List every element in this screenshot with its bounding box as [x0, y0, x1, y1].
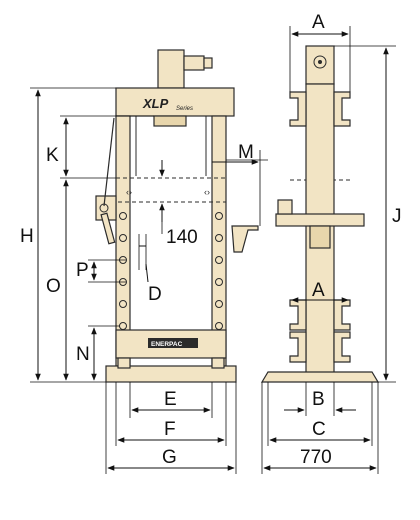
side-dashed-right	[333, 179, 350, 215]
dim-N-label: N	[76, 344, 90, 365]
side-table	[275, 213, 365, 227]
front-ram	[153, 115, 187, 127]
dim-G-label: G	[162, 447, 177, 468]
side-table-block	[309, 225, 331, 249]
dim-A-top-label: A	[312, 12, 325, 33]
dim-O-label: O	[46, 276, 61, 297]
side-base-bracket-left	[289, 331, 307, 363]
front-pump-handle	[100, 212, 116, 245]
dim-C-label: C	[312, 419, 326, 440]
front-pump-hose	[103, 117, 115, 207]
side-lower-bracket-right	[333, 299, 351, 331]
front-view: XLP Series	[20, 49, 268, 474]
dim-F-label: F	[164, 419, 176, 440]
dim-770-label: 770	[300, 447, 332, 468]
front-top-crosshead	[115, 87, 235, 117]
dim-K-label: K	[46, 145, 59, 166]
side-gauge	[277, 199, 293, 215]
dim-P-label: P	[76, 260, 89, 281]
front-bolster-upper-dashed	[115, 177, 227, 203]
dim-E-label: E	[164, 389, 177, 410]
front-foot-right	[211, 357, 225, 369]
dim-140-label: 140	[166, 227, 198, 248]
front-base	[105, 365, 237, 383]
enerpac-plate	[148, 338, 198, 348]
enerpac-plate-label: ENERPAC	[151, 341, 183, 348]
front-foot-left	[117, 357, 131, 369]
bolster-arrows-right: ‹›	[204, 187, 210, 197]
dim-M-label: M	[238, 142, 254, 163]
front-cylinder-fitting	[203, 57, 213, 69]
front-cylinder	[157, 49, 185, 89]
dim-J-label: J	[392, 206, 402, 227]
dim-D-leader	[145, 263, 149, 283]
front-side-bracket	[231, 225, 259, 253]
dim-B-label: B	[312, 389, 325, 410]
side-upper-bracket-left	[289, 91, 307, 127]
front-cylinder-port	[183, 55, 205, 71]
dim-H-label: H	[20, 226, 34, 247]
series-logo: XLP	[142, 96, 169, 111]
bolster-arrows-left: ‹›	[126, 187, 132, 197]
side-base	[260, 371, 380, 383]
dim-A-mid-label: A	[312, 280, 325, 301]
side-upper-bracket-right	[333, 91, 351, 127]
side-lower-bracket-left	[289, 299, 307, 331]
dim-D-label: D	[148, 284, 162, 305]
series-logo-suffix: Series	[176, 106, 193, 112]
side-view: A J A B C 770	[260, 12, 402, 474]
side-base-bracket-right	[333, 331, 351, 363]
